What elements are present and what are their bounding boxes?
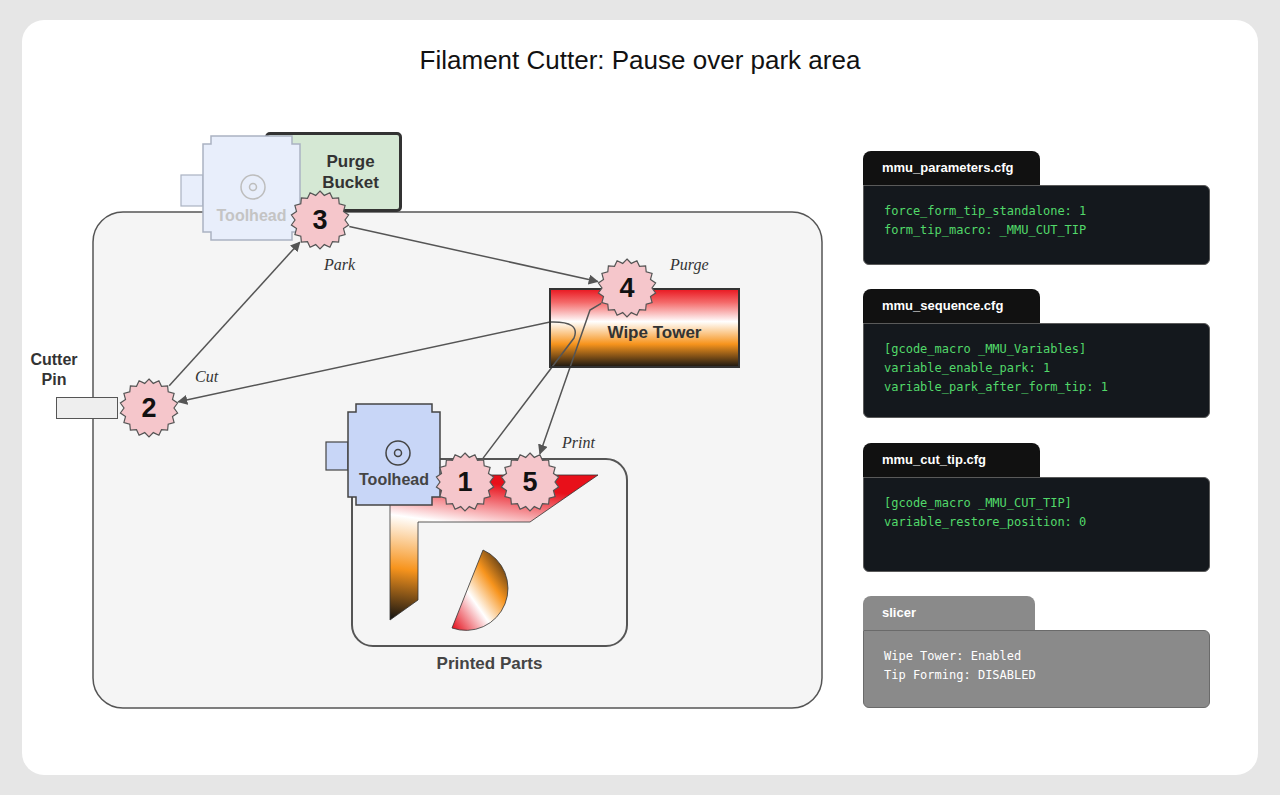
config-panel: slicerWipe Tower: EnabledTip Forming: DI…	[863, 596, 1210, 708]
nozzle-icon	[250, 184, 257, 191]
panel-body: [gcode_macro _MMU_Variables]variable_ena…	[863, 323, 1210, 418]
toolhead-shape	[203, 136, 300, 240]
config-panel: mmu_sequence.cfg[gcode_macro _MMU_Variab…	[863, 289, 1210, 418]
starburst-outline	[501, 453, 558, 511]
code-line: variable_park_after_form_tip: 1	[884, 378, 1189, 397]
code-line: Wipe Tower: Enabled	[884, 647, 1189, 666]
panel-body: [gcode_macro _MMU_CUT_TIP]variable_resto…	[863, 477, 1210, 572]
step-label: Purge	[668, 256, 711, 274]
step-label: Park	[322, 256, 357, 274]
code-line: variable_enable_park: 1	[884, 359, 1189, 378]
print-bed	[93, 212, 822, 708]
cutter-pin-label: Cutter Pin	[22, 350, 86, 390]
code-line: [gcode_macro _MMU_CUT_TIP]	[884, 494, 1189, 513]
code-line: variable_restore_position: 0	[884, 513, 1189, 532]
step-label: Cut	[193, 368, 220, 386]
callout-number: 1	[435, 452, 495, 512]
panel-tab: mmu_cut_tip.cfg	[863, 443, 1040, 477]
starburst-outline	[291, 191, 348, 249]
code-line: Tip Forming: DISABLED	[884, 666, 1189, 685]
callout-number-text: 4	[619, 273, 634, 303]
cutter-pin: Cutter Pin	[22, 350, 118, 420]
flow-arrow	[169, 242, 300, 386]
callout-number-text: 3	[312, 205, 327, 235]
diagram-title: Filament Cutter: Pause over park area	[0, 43, 1280, 77]
panel-tab: mmu_parameters.cfg	[863, 151, 1040, 185]
toolhead-nub	[181, 175, 203, 206]
toolhead-shape	[348, 404, 440, 505]
flow-arrow	[349, 227, 597, 282]
panel-heading: mmu_cut_tip.cfg	[863, 443, 1040, 477]
callout-number: 5	[500, 452, 560, 512]
toolhead-outline	[348, 404, 440, 505]
panel-body: force_form_tip_standalone: 1form_tip_mac…	[863, 185, 1210, 265]
step-label: Print	[560, 434, 597, 452]
toolhead-ghost: Toolhead	[203, 136, 300, 240]
code-line: [gcode_macro _MMU_Variables]	[884, 340, 1189, 359]
starburst-outline	[598, 259, 655, 317]
printed-parts-label: Printed Parts	[351, 654, 628, 674]
panel-heading: mmu_parameters.cfg	[863, 151, 1040, 185]
toolhead-outline	[203, 136, 300, 240]
toolhead-label: Toolhead	[348, 470, 440, 490]
panel-body: Wipe Tower: EnabledTip Forming: DISABLED	[863, 630, 1210, 708]
panel-heading: slicer	[863, 596, 1035, 630]
callout-number-text: 5	[522, 467, 537, 497]
panel-tab: slicer	[863, 596, 1035, 630]
callout-number: 2	[119, 378, 179, 438]
wipe-tower-label: Wipe Tower	[608, 323, 702, 343]
code-line: force_form_tip_standalone: 1	[884, 202, 1189, 221]
config-panel: mmu_cut_tip.cfg[gcode_macro _MMU_CUT_TIP…	[863, 443, 1210, 572]
bucket-label: Purge Bucket	[311, 151, 391, 193]
nozzle-icon	[386, 441, 410, 465]
toolhead-nub	[326, 442, 348, 470]
printed-part	[452, 550, 508, 630]
callout-number-text: 2	[141, 393, 156, 423]
nozzle-icon	[241, 175, 265, 199]
nozzle-icon	[395, 450, 402, 457]
panel-heading: mmu_sequence.cfg	[863, 289, 1040, 323]
toolhead: Toolhead	[348, 404, 440, 505]
callout-number: 4	[597, 258, 657, 318]
card	[22, 20, 1258, 775]
toolhead-label: Toolhead	[203, 206, 300, 226]
code-line: form_tip_macro: _MMU_CUT_TIP	[884, 221, 1189, 240]
config-panel: mmu_parameters.cfgforce_form_tip_standal…	[863, 151, 1210, 265]
starburst-outline	[436, 453, 493, 511]
cutter-pin-body	[56, 397, 118, 419]
starburst-outline	[120, 379, 177, 437]
callout-number-text: 1	[457, 467, 472, 497]
callout-number: 3	[290, 190, 350, 250]
panel-tab: mmu_sequence.cfg	[863, 289, 1040, 323]
